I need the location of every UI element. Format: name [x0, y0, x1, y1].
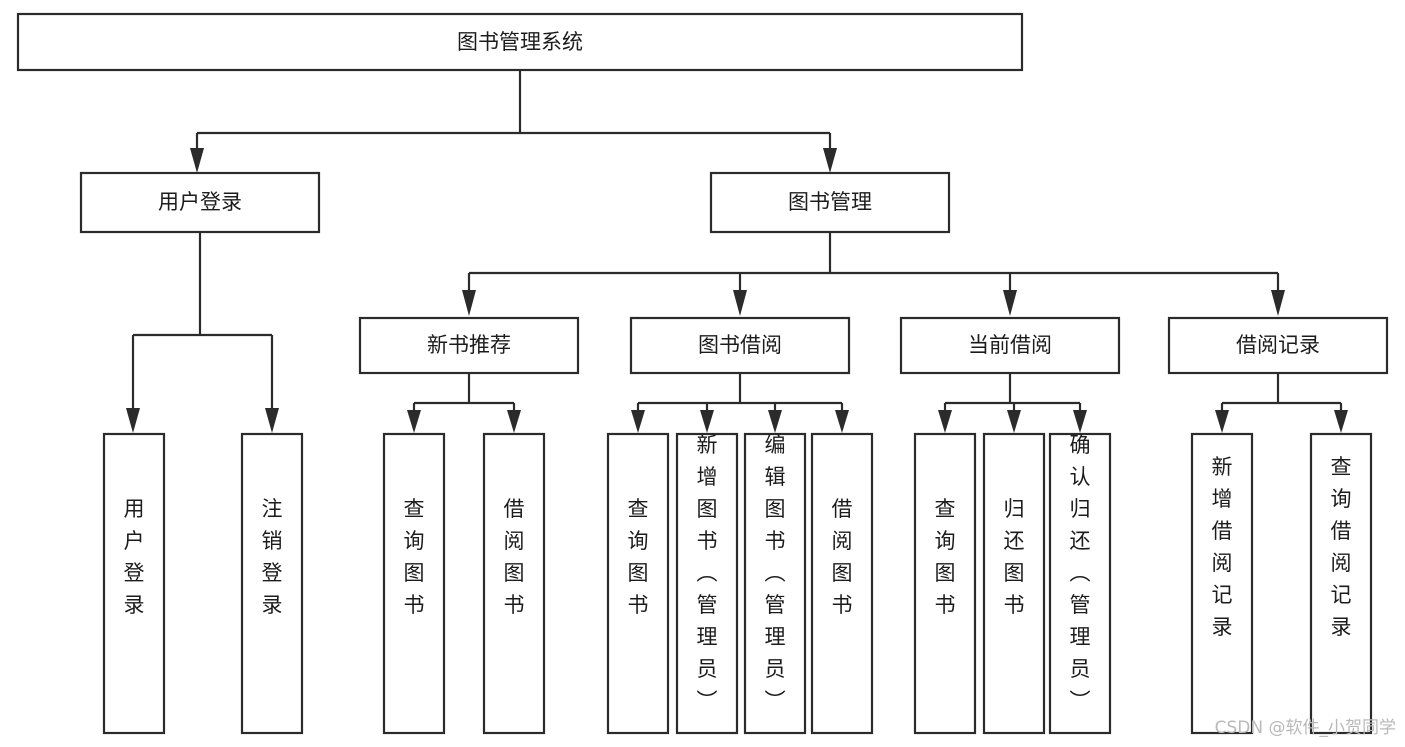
node-current-borrow[interactable]: 当前借阅 — [899, 316, 1121, 375]
node-leaf-logout-login[interactable]: 注销登录 — [240, 432, 304, 735]
node-book-manage-box[interactable] — [709, 171, 951, 234]
node-leaf-user-login-label: 用户登录 — [124, 497, 145, 617]
node-leaf-add-borrow-record-label: 新增借阅记录 — [1212, 455, 1233, 639]
arrow-head-leaf-query-book-borrow — [631, 410, 645, 433]
node-leaf-borrow-book-recommend-label: 借阅图书 — [504, 497, 525, 617]
arrow-head-leaf-return-book — [1007, 410, 1021, 433]
node-leaf-query-book-borrow-box[interactable] — [606, 432, 670, 735]
node-leaf-query-borrow-record[interactable]: 查询借阅记录 — [1309, 432, 1373, 735]
node-new-book-recommend-label: 新书推荐 — [427, 333, 511, 357]
node-user-login-label: 用户登录 — [158, 190, 242, 214]
watermark-label: CSDN @软件_小贺同学 — [1215, 718, 1396, 738]
node-leaf-confirm-return-admin-box[interactable] — [1048, 432, 1112, 735]
node-book-borrow[interactable]: 图书借阅 — [629, 316, 851, 375]
leaf-node-layer: 用户登录 注销登录 查询图书 借阅图书 查询图书 新增图书︵管理员︶ — [102, 432, 1373, 735]
arrow-head-borrow-record — [1271, 290, 1285, 316]
node-leaf-query-book-borrow[interactable]: 查询图书 — [606, 432, 670, 735]
arrow-head-book-borrow — [733, 290, 747, 316]
arrow-head-current-borrow — [1003, 290, 1017, 316]
node-user-login-box[interactable] — [79, 171, 321, 234]
node-root-label: 图书管理系统 — [457, 30, 583, 54]
node-current-borrow-box[interactable] — [899, 316, 1121, 375]
node-book-manage[interactable]: 图书管理 — [709, 171, 951, 234]
node-leaf-return-book[interactable]: 归还图书 — [982, 432, 1046, 735]
arrow-head-leaf-logout-login — [265, 408, 279, 433]
node-leaf-confirm-return-admin-label: 确认归还︵管理员︶ — [1070, 433, 1091, 713]
node-borrow-record-box[interactable] — [1167, 316, 1389, 375]
node-book-manage-label: 图书管理 — [788, 190, 872, 214]
connector-layer — [126, 70, 1348, 433]
node-leaf-query-borrow-record-box[interactable] — [1309, 432, 1373, 735]
arrow-head-leaf-user-login — [126, 408, 140, 433]
node-leaf-borrow-book-box[interactable] — [810, 432, 874, 735]
arrow-head-leaf-query-borrow-record — [1334, 410, 1348, 433]
arrow-head-new-book-recommend — [462, 290, 476, 316]
node-current-borrow-label: 当前借阅 — [968, 333, 1052, 357]
node-book-borrow-box[interactable] — [629, 316, 851, 375]
node-book-borrow-label: 图书借阅 — [698, 333, 782, 357]
node-leaf-query-book-current-label: 查询图书 — [935, 497, 956, 617]
arrow-head-leaf-confirm-return-admin — [1073, 410, 1087, 433]
arrow-head-leaf-add-book-admin — [700, 410, 714, 433]
node-leaf-add-book-admin[interactable]: 新增图书︵管理员︶ — [675, 432, 739, 735]
node-leaf-borrow-book-label: 借阅图书 — [832, 497, 853, 617]
node-user-login[interactable]: 用户登录 — [79, 171, 321, 234]
node-root[interactable]: 图书管理系统 — [16, 12, 1024, 72]
node-leaf-logout-login-label: 注销登录 — [262, 497, 283, 617]
node-leaf-add-book-admin-label: 新增图书︵管理员︶ — [697, 433, 718, 713]
node-leaf-add-borrow-record-box[interactable] — [1190, 432, 1254, 735]
arrow-head-leaf-edit-book-admin — [768, 410, 782, 433]
node-leaf-query-book-borrow-label: 查询图书 — [628, 497, 649, 617]
arrow-head-leaf-query-book-recommend — [407, 410, 421, 433]
node-leaf-borrow-book[interactable]: 借阅图书 — [810, 432, 874, 735]
node-leaf-add-borrow-record[interactable]: 新增借阅记录 — [1190, 432, 1254, 735]
arrow-head-user-login — [190, 148, 204, 173]
arrow-head-leaf-borrow-book — [835, 410, 849, 433]
node-leaf-return-book-label: 归还图书 — [1004, 497, 1025, 617]
arrow-head-leaf-add-borrow-record — [1215, 410, 1229, 433]
node-leaf-query-book-recommend-label: 查询图书 — [404, 497, 425, 617]
node-new-book-recommend[interactable]: 新书推荐 — [358, 316, 580, 375]
node-leaf-return-book-box[interactable] — [982, 432, 1046, 735]
node-leaf-query-book-current-box[interactable] — [913, 432, 977, 735]
node-leaf-query-book-recommend-box[interactable] — [382, 432, 446, 735]
node-borrow-record[interactable]: 借阅记录 — [1167, 316, 1389, 375]
node-new-book-recommend-box[interactable] — [358, 316, 580, 375]
node-leaf-query-borrow-record-label: 查询借阅记录 — [1331, 455, 1352, 639]
node-leaf-edit-book-admin-label: 编辑图书︵管理员︶ — [765, 433, 786, 713]
arrow-head-book-manage — [823, 148, 837, 173]
node-root-box[interactable] — [16, 12, 1024, 72]
arrow-head-leaf-query-book-current — [938, 410, 952, 433]
node-leaf-edit-book-admin[interactable]: 编辑图书︵管理员︶ — [743, 432, 807, 735]
node-borrow-record-label: 借阅记录 — [1236, 333, 1320, 357]
node-leaf-logout-login-box[interactable] — [240, 432, 304, 735]
node-leaf-user-login[interactable]: 用户登录 — [102, 432, 166, 735]
node-leaf-edit-book-admin-box[interactable] — [743, 432, 807, 735]
node-leaf-confirm-return-admin[interactable]: 确认归还︵管理员︶ — [1048, 432, 1112, 735]
arrow-head-leaf-borrow-book-recommend — [507, 410, 521, 433]
node-leaf-borrow-book-recommend[interactable]: 借阅图书 — [482, 432, 546, 735]
node-leaf-query-book-current[interactable]: 查询图书 — [913, 432, 977, 735]
node-leaf-borrow-book-recommend-box[interactable] — [482, 432, 546, 735]
node-leaf-add-book-admin-box[interactable] — [675, 432, 739, 735]
node-leaf-user-login-box[interactable] — [102, 432, 166, 735]
node-leaf-query-book-recommend[interactable]: 查询图书 — [382, 432, 446, 735]
